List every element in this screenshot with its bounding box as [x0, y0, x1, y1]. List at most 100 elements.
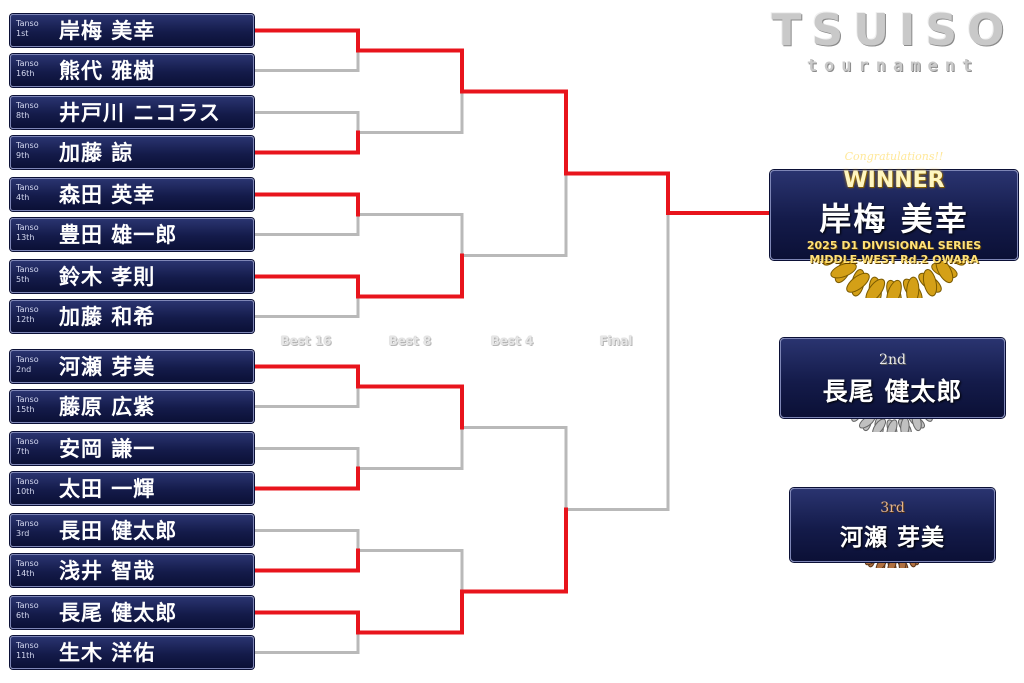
- laurel-leaf: [865, 278, 886, 298]
- congrats-text: Congratulations!!: [844, 150, 944, 163]
- seed-prefix: Tanso: [16, 141, 39, 150]
- entry-name: 鈴木 孝則: [59, 265, 156, 289]
- seed-prefix: Tanso: [16, 223, 39, 232]
- laurel-leaf: [922, 269, 938, 297]
- seed-rank: 5th: [16, 275, 30, 284]
- seed-prefix: Tanso: [16, 59, 39, 68]
- winner-box: [770, 170, 1018, 260]
- third-place-label: 3rd: [880, 500, 905, 516]
- logo-title: TSUISO: [771, 5, 1015, 56]
- seed-rank: 10th: [16, 487, 35, 496]
- entry-name: 河瀬 芽美: [59, 355, 156, 379]
- entry-name: 熊代 雅樹: [59, 59, 156, 83]
- seed-rank: 14th: [16, 569, 35, 578]
- seed-rank: 12th: [16, 315, 35, 324]
- third-place-box: [790, 488, 995, 562]
- round-label: Best 4: [490, 334, 534, 348]
- entry-name: 豊田 雄一郎: [59, 223, 178, 247]
- seed-prefix: Tanso: [16, 437, 39, 446]
- seed-prefix: Tanso: [16, 395, 39, 404]
- entry-name: 岸梅 美幸: [59, 19, 156, 43]
- seed-prefix: Tanso: [16, 355, 39, 364]
- seed-prefix: Tanso: [16, 19, 39, 28]
- seed-rank: 8th: [16, 111, 30, 120]
- laurel-leaf: [830, 262, 857, 279]
- third-place-name: 河瀬 芽美: [839, 525, 945, 551]
- seed-prefix: Tanso: [16, 641, 39, 650]
- entry-name: 長尾 健太郎: [59, 601, 178, 625]
- laurel-leaf: [872, 418, 887, 432]
- laurel-leaf: [886, 279, 902, 298]
- round-label: Best 8: [388, 334, 432, 348]
- laurel-leaf: [846, 272, 870, 293]
- second-place-label: 2nd: [879, 352, 906, 368]
- entry-name: 加藤 諒: [59, 141, 134, 165]
- round-label: Final: [599, 334, 633, 348]
- seed-prefix: Tanso: [16, 559, 39, 568]
- seed-prefix: Tanso: [16, 265, 39, 274]
- entry-name: 森田 英幸: [59, 183, 156, 207]
- seed-rank: 3rd: [16, 529, 30, 538]
- winner-name: 岸梅 美幸: [819, 200, 969, 238]
- seed-prefix: Tanso: [16, 101, 39, 110]
- seed-rank: 4th: [16, 193, 30, 202]
- entry-name: 太田 一輝: [59, 477, 156, 501]
- logo-subtitle: tournament: [806, 56, 980, 76]
- event-name: 2025 D1 DIVISIONAL SERIES: [806, 239, 982, 252]
- seed-rank: 15th: [16, 405, 35, 414]
- second-place-name: 長尾 健太郎: [822, 377, 963, 406]
- seed-rank: 13th: [16, 233, 35, 242]
- seed-prefix: Tanso: [16, 305, 39, 314]
- second-place-box: [780, 338, 1005, 418]
- winner-title: WINNER: [843, 168, 945, 193]
- seed-rank: 11th: [16, 651, 35, 660]
- seed-rank: 7th: [16, 447, 30, 456]
- entry-name: 長田 健太郎: [59, 519, 178, 543]
- seed-rank: 9th: [16, 151, 30, 160]
- seed-prefix: Tanso: [16, 601, 39, 610]
- laurel-leaf: [886, 419, 898, 432]
- entry-name: 浅井 智哉: [59, 559, 156, 583]
- entry-name: 藤原 広紫: [59, 395, 156, 419]
- laurel-leaf: [906, 276, 920, 298]
- seed-prefix: Tanso: [16, 183, 39, 192]
- round-label: Best 16: [280, 334, 332, 348]
- entry-name: 井戸川 ニコラス: [59, 101, 221, 125]
- entry-name: 生木 洋佑: [59, 641, 156, 665]
- entry-name: 安岡 謙一: [59, 437, 156, 461]
- event-round: MIDDLE-WEST Rd.2 OWARA: [809, 253, 979, 266]
- seed-prefix: Tanso: [16, 519, 39, 528]
- seed-prefix: Tanso: [16, 477, 39, 486]
